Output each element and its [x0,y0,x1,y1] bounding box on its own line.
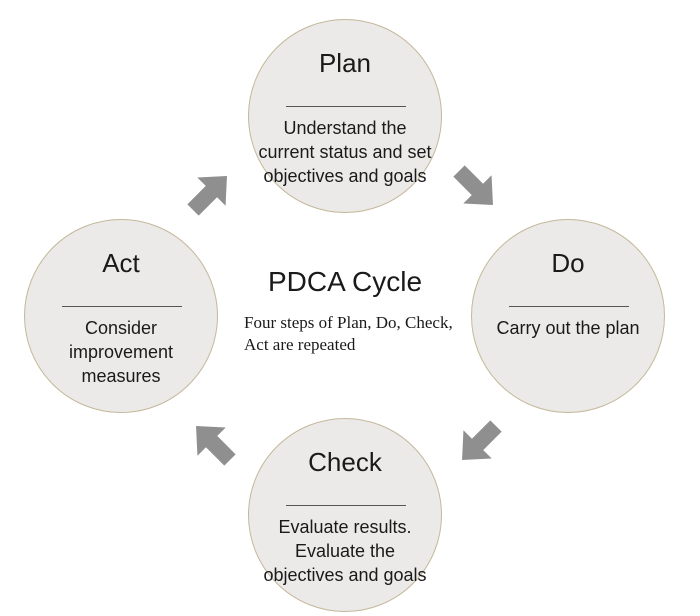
do-step-circle: Do Carry out the plan [471,219,665,413]
do-step-divider [509,306,629,307]
do-to-check-arrow-icon [462,420,502,460]
act-to-plan-arrow-icon [187,176,227,216]
plan-step-circle: Plan Understand the current status and s… [248,19,442,213]
act-step-title: Act [102,248,140,278]
cycle-title: PDCA Cycle [267,266,423,297]
plan-step-description: Understand the current status and set ob… [258,118,432,186]
act-step-divider [62,306,182,307]
check-step-divider [286,505,406,506]
act-step-description: Consider improvement measures [68,318,174,386]
check-step-title: Check [308,447,382,477]
act-step-circle: Act Consider improvement measures [24,219,218,413]
check-step-circle: Check Evaluate results. Evaluate the obj… [248,418,442,612]
do-step-title: Do [551,248,585,278]
plan-to-do-arrow-icon [453,165,493,205]
plan-step-title: Plan [318,48,372,78]
do-step-description: Carry out the plan [496,318,640,338]
plan-step-divider [286,106,406,107]
check-step-description: Evaluate results. Evaluate the objective… [263,517,427,585]
cycle-description: Four steps of Plan, Do, Check, Act are r… [244,313,453,354]
check-to-act-arrow-icon [196,426,236,466]
